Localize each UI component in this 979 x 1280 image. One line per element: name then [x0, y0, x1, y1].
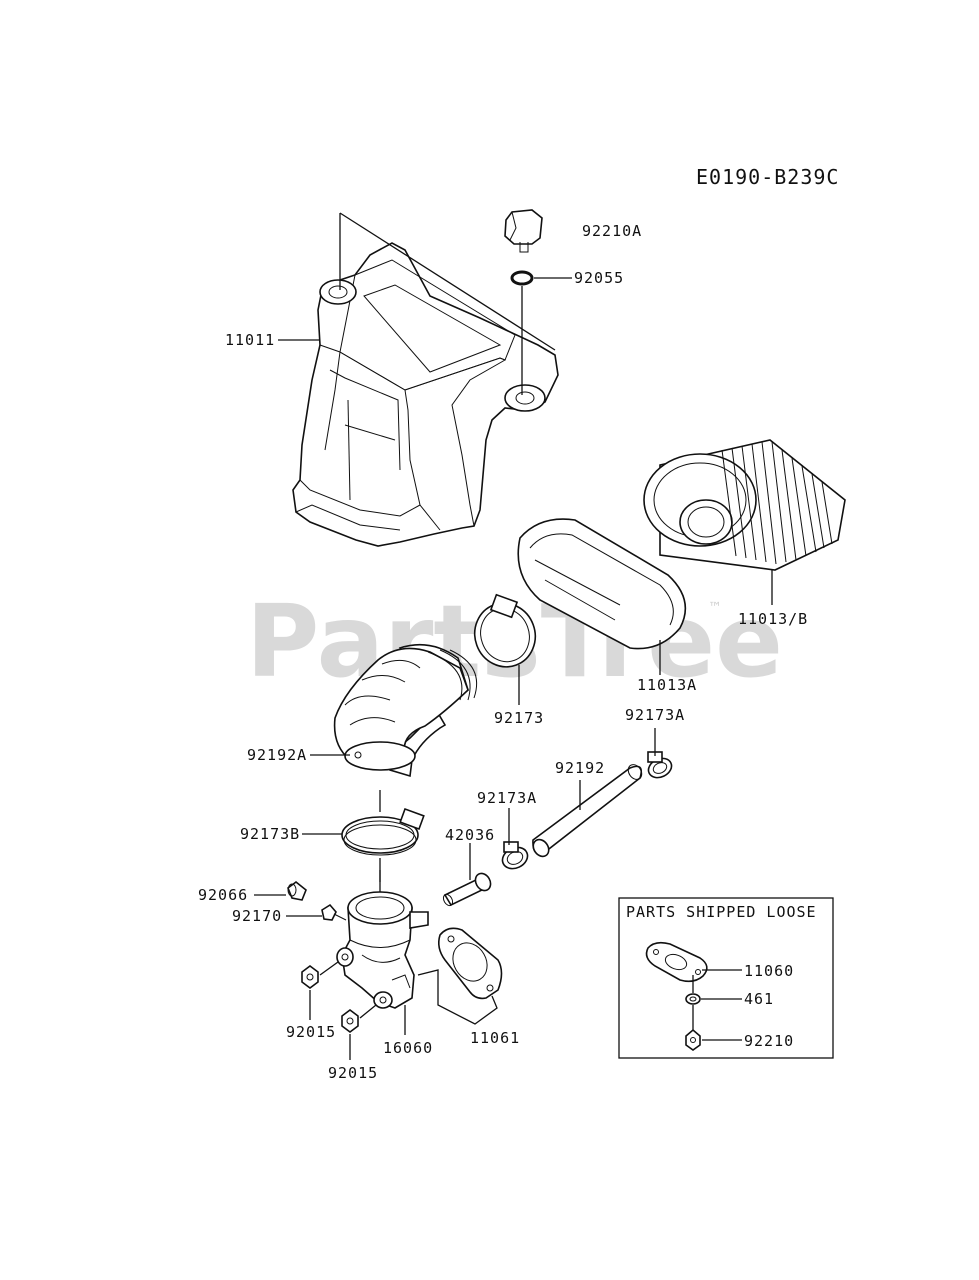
- label-92173[interactable]: 92173: [494, 709, 544, 727]
- part-11013A-precleaner[interactable]: [517, 518, 687, 650]
- loose-box-title: PARTS SHIPPED LOOSE: [626, 903, 817, 921]
- label-42036[interactable]: 42036: [445, 826, 495, 844]
- label-16060[interactable]: 16060: [383, 1039, 433, 1057]
- label-11060[interactable]: 11060: [744, 962, 794, 980]
- filter-pleats: [721, 441, 833, 565]
- label-92173A-lower[interactable]: 92173A: [477, 789, 537, 807]
- label-92066[interactable]: 92066: [198, 886, 248, 904]
- part-92170-stud[interactable]: [321, 903, 347, 921]
- label-92170[interactable]: 92170: [232, 907, 282, 925]
- parts-shipped-loose-box: PARTS SHIPPED LOOSE 11060 461 92210: [618, 897, 834, 1059]
- part-42036-pipe[interactable]: [442, 871, 494, 907]
- label-92015-left[interactable]: 92015: [286, 1023, 336, 1041]
- label-11013A[interactable]: 11013A: [637, 676, 697, 694]
- label-92210A[interactable]: 92210A: [582, 222, 642, 240]
- label-92173A-upper[interactable]: 92173A: [625, 706, 685, 724]
- part-92015-nut-lower[interactable]: [341, 1009, 359, 1033]
- part-92192A-elbow-hose[interactable]: [333, 643, 478, 778]
- label-92192A[interactable]: 92192A: [247, 746, 307, 764]
- diagram-code: E0190-B239C: [696, 165, 839, 189]
- label-11011[interactable]: 11011: [225, 331, 275, 349]
- part-92192-hose[interactable]: [530, 762, 644, 859]
- leader-11061: [417, 969, 498, 1025]
- label-461[interactable]: 461: [744, 990, 774, 1008]
- part-92173B-clamp[interactable]: [341, 807, 425, 856]
- part-461-washer[interactable]: [685, 993, 701, 1005]
- label-92192[interactable]: 92192: [555, 759, 605, 777]
- label-92173B[interactable]: 92173B: [240, 825, 300, 843]
- part-92055-oring[interactable]: [510, 270, 534, 286]
- leader-92015-lower-axis: [359, 1004, 377, 1019]
- label-92055[interactable]: 92055: [574, 269, 624, 287]
- label-92015-lower[interactable]: 92015: [328, 1064, 378, 1082]
- part-92015-nut-left[interactable]: [301, 965, 319, 989]
- watermark-trademark: ™: [708, 600, 722, 616]
- part-11060-gasket[interactable]: [645, 941, 708, 983]
- part-11011-housing[interactable]: [292, 242, 559, 547]
- part-92173A-clamp-upper[interactable]: [645, 751, 674, 781]
- label-92210[interactable]: 92210: [744, 1032, 794, 1050]
- part-11013B-filter[interactable]: [643, 439, 846, 571]
- part-92173A-clamp-lower[interactable]: [499, 841, 531, 873]
- label-11013B[interactable]: 11013/B: [738, 610, 808, 628]
- leader-11011-diag: [339, 212, 556, 351]
- part-16060-intake-pipe[interactable]: [336, 891, 429, 1009]
- part-11061-gasket[interactable]: [438, 927, 503, 1000]
- leader-92015-left-axis: [319, 961, 339, 976]
- part-92173-clamp[interactable]: [466, 593, 544, 676]
- label-11061[interactable]: 11061: [470, 1029, 520, 1047]
- part-92210A-knob[interactable]: [504, 209, 543, 253]
- part-92066-cap[interactable]: [287, 880, 307, 901]
